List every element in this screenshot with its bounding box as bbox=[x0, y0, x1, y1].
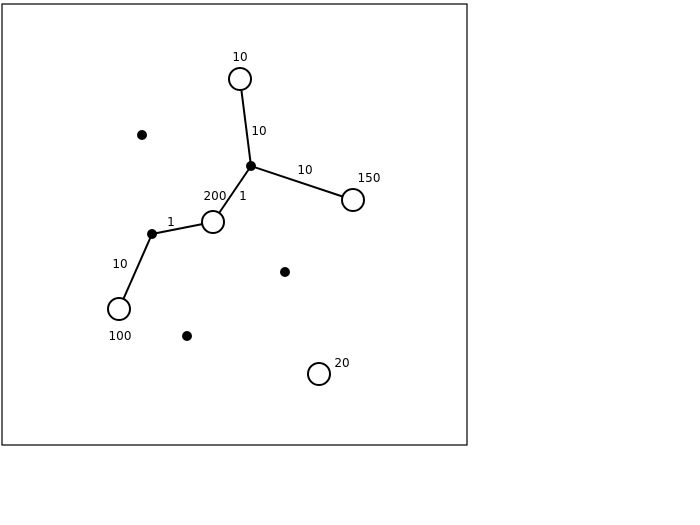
node-label-20: 20 bbox=[334, 356, 349, 370]
isolated-point bbox=[182, 331, 192, 341]
node-20 bbox=[307, 362, 331, 386]
node-150 bbox=[341, 188, 365, 212]
hub-node bbox=[246, 161, 256, 171]
node-200 bbox=[201, 210, 225, 234]
edge-label-junction-to-node-100: 10 bbox=[112, 257, 127, 271]
node-label-150: 150 bbox=[358, 171, 381, 185]
node-100 bbox=[107, 297, 131, 321]
edge-hub-to-node-150 bbox=[250, 165, 354, 201]
edge-hub-to-node-10 bbox=[239, 78, 252, 167]
node-label-200: 200 bbox=[204, 189, 227, 203]
edge-label-hub-to-node-200: 1 bbox=[239, 189, 247, 203]
node-label-10: 10 bbox=[232, 50, 247, 64]
node-10 bbox=[228, 67, 252, 91]
diagram-frame bbox=[1, 3, 468, 446]
junction-node bbox=[147, 229, 157, 239]
isolated-point bbox=[137, 130, 147, 140]
edge-label-hub-to-node-150: 10 bbox=[297, 163, 312, 177]
edge-label-node-200-to-junction: 1 bbox=[167, 215, 175, 229]
edge-junction-to-node-100 bbox=[118, 233, 153, 310]
node-label-100: 100 bbox=[109, 329, 132, 343]
isolated-point bbox=[280, 267, 290, 277]
edge-label-hub-to-node-10: 10 bbox=[251, 124, 266, 138]
